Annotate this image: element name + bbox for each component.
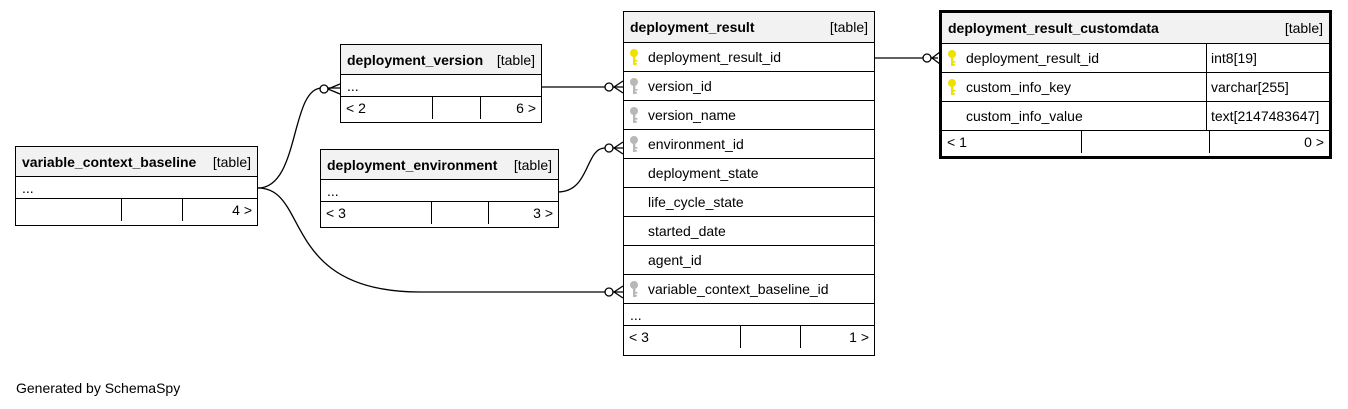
column-name: version_name bbox=[648, 107, 736, 123]
key-icon bbox=[624, 135, 644, 153]
column-name: started_date bbox=[648, 223, 726, 239]
table-header: deployment_version [table] bbox=[341, 45, 541, 75]
column-row[interactable]: version_id bbox=[624, 72, 874, 101]
more-columns: ... bbox=[624, 304, 874, 326]
table-deployment-version[interactable]: deployment_version [table] ... < 2 6 > bbox=[340, 44, 542, 123]
footer-spacer bbox=[433, 97, 481, 119]
children-count: 3 > bbox=[533, 205, 553, 221]
table-name: deployment_environment bbox=[327, 156, 498, 173]
more-columns: ... bbox=[16, 177, 257, 199]
relation-line-baseline-result bbox=[257, 187, 623, 293]
column-name: custom_info_key bbox=[966, 79, 1072, 95]
table-header: deployment_result [table] bbox=[624, 12, 874, 43]
table-header: variable_context_baseline [table] bbox=[16, 147, 257, 177]
table-kind: [table] bbox=[513, 156, 552, 173]
column-name: deployment_result_id bbox=[966, 50, 1100, 66]
table-footer: < 1 0 > bbox=[942, 131, 1329, 153]
table-name: deployment_result bbox=[630, 19, 755, 35]
table-footer: 4 > bbox=[16, 199, 257, 221]
footer-spacer bbox=[122, 199, 183, 221]
column-name: life_cycle_state bbox=[648, 194, 744, 210]
key-icon bbox=[624, 280, 644, 298]
column-row[interactable]: deployment_result_id bbox=[624, 43, 874, 72]
footer-spacer bbox=[432, 202, 489, 224]
footer-spacer bbox=[1082, 131, 1210, 153]
table-footer: < 3 3 > bbox=[321, 202, 558, 224]
column-row[interactable]: variable_context_baseline_id bbox=[624, 275, 874, 304]
table-deployment-environment[interactable]: deployment_environment [table] ... < 3 3… bbox=[320, 149, 559, 228]
parents-count: < 3 bbox=[321, 202, 432, 224]
table-name: variable_context_baseline bbox=[22, 153, 197, 170]
table-kind: [table] bbox=[212, 153, 251, 170]
children-count: 4 > bbox=[232, 202, 252, 218]
table-footer: < 3 1 > bbox=[624, 326, 874, 348]
footer-spacer bbox=[741, 326, 801, 348]
relation-line-environment-result bbox=[557, 147, 623, 193]
parents-count bbox=[16, 199, 122, 221]
generated-by-caption: Generated by SchemaSpy bbox=[16, 380, 181, 396]
key-icon bbox=[942, 78, 962, 96]
table-deployment-result-customdata[interactable]: deployment_result_customdata [table] dep… bbox=[939, 10, 1332, 159]
column-name: version_id bbox=[648, 78, 712, 94]
column-type: text[2147483647] bbox=[1206, 102, 1329, 130]
table-variable-context-baseline[interactable]: variable_context_baseline [table] ... 4 … bbox=[15, 146, 258, 226]
table-name: deployment_version bbox=[347, 51, 484, 68]
key-icon bbox=[624, 106, 644, 124]
column-name: custom_info_value bbox=[966, 108, 1083, 124]
parents-count: < 1 bbox=[942, 131, 1082, 153]
table-footer: < 2 6 > bbox=[341, 97, 541, 119]
relation-line-baseline-version bbox=[257, 87, 340, 189]
parents-count: < 3 bbox=[624, 326, 741, 348]
column-name: environment_id bbox=[648, 136, 744, 152]
column-name: deployment_state bbox=[648, 165, 759, 181]
key-icon bbox=[624, 48, 644, 66]
column-name: agent_id bbox=[648, 252, 702, 268]
column-name: deployment_result_id bbox=[648, 49, 782, 65]
table-kind: [table] bbox=[1284, 20, 1323, 36]
column-type: int8[19] bbox=[1206, 44, 1329, 72]
children-count: 0 > bbox=[1304, 134, 1324, 150]
key-icon bbox=[624, 77, 644, 95]
column-row[interactable]: custom_info_key varchar[255] bbox=[942, 73, 1329, 102]
column-row[interactable]: deployment_result_id int8[19] bbox=[942, 44, 1329, 73]
table-deployment-result[interactable]: deployment_result [table] deployment_res… bbox=[623, 11, 875, 356]
column-type: varchar[255] bbox=[1206, 73, 1329, 101]
column-row[interactable]: started_date bbox=[624, 217, 874, 246]
column-row[interactable]: environment_id bbox=[624, 130, 874, 159]
key-icon bbox=[942, 49, 962, 67]
more-columns: ... bbox=[341, 75, 541, 97]
more-columns: ... bbox=[321, 180, 558, 202]
column-row[interactable]: agent_id bbox=[624, 246, 874, 275]
children-count: 6 > bbox=[516, 100, 536, 116]
column-row[interactable]: custom_info_value text[2147483647] bbox=[942, 102, 1329, 131]
table-kind: [table] bbox=[829, 19, 868, 35]
column-name: variable_context_baseline_id bbox=[648, 281, 829, 297]
table-name: deployment_result_customdata bbox=[948, 20, 1159, 36]
parents-count: < 2 bbox=[341, 97, 433, 119]
children-count: 1 > bbox=[849, 329, 869, 345]
table-kind: [table] bbox=[496, 51, 535, 68]
table-header: deployment_result_customdata [table] bbox=[942, 13, 1329, 44]
column-row[interactable]: version_name bbox=[624, 101, 874, 130]
column-row[interactable]: deployment_state bbox=[624, 159, 874, 188]
table-header: deployment_environment [table] bbox=[321, 150, 558, 180]
column-list: deployment_result_id version_id version_na… bbox=[624, 43, 874, 304]
column-row[interactable]: life_cycle_state bbox=[624, 188, 874, 217]
